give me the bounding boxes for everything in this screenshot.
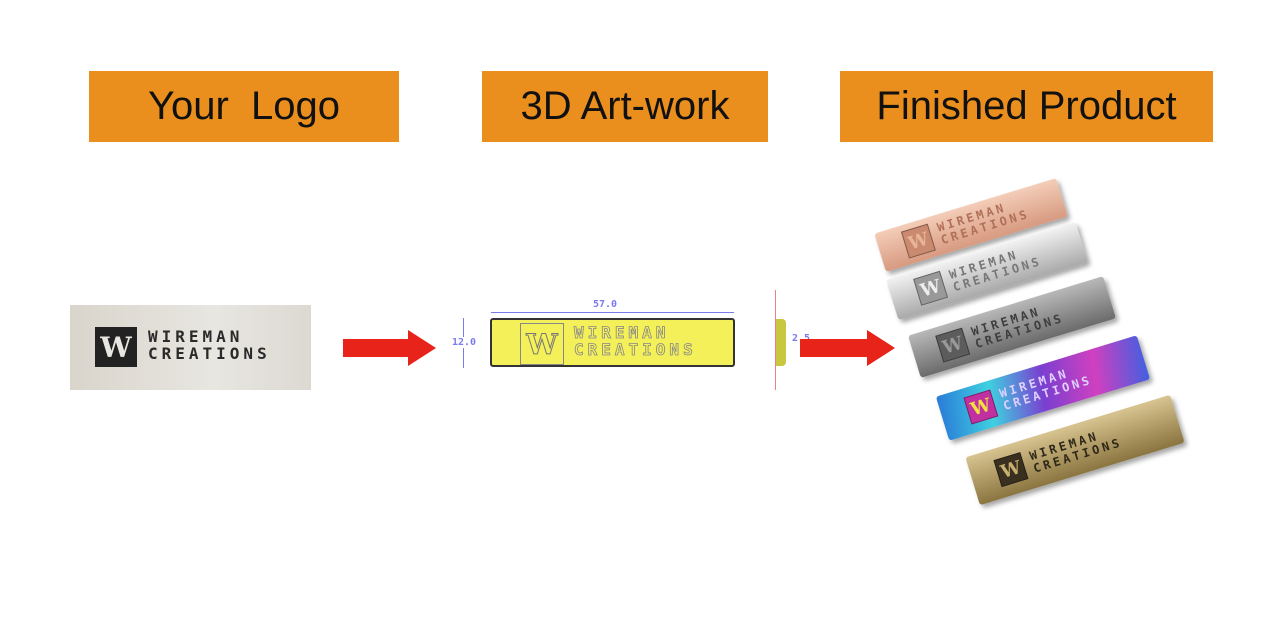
artwork-brand-text: WIREMAN CREATIONS <box>574 323 697 359</box>
side-view-axis <box>775 290 776 390</box>
arrow-right-icon <box>800 330 895 366</box>
badge-w-mark: W <box>935 327 971 363</box>
logo-w-mark: W <box>95 327 137 367</box>
width-dimension: 57.0 <box>593 299 618 310</box>
side-view-badge <box>776 319 786 366</box>
brand-line1: WIREMAN <box>574 323 670 342</box>
brand-line2: CREATIONS <box>574 339 697 359</box>
brand-line1: WIREMAN <box>148 327 244 346</box>
logo-brand-text: WIREMAN CREATIONS <box>148 327 271 363</box>
badge-w-mark: W <box>963 389 999 425</box>
arrow-right-icon <box>343 330 436 366</box>
thickness-dimension: 2.5 <box>792 333 810 344</box>
header-your-logo: Your Logo <box>89 71 399 142</box>
height-dimension: 12.0 <box>452 337 477 348</box>
badge-w-mark: W <box>913 270 949 306</box>
header-3d-artwork: 3D Art-work <box>482 71 768 142</box>
artwork-w-mark: W <box>520 323 564 365</box>
artwork-badge: W WIREMAN CREATIONS <box>490 318 735 367</box>
badge-w-mark: W <box>993 452 1029 488</box>
original-logo-image: W WIREMAN CREATIONS <box>70 305 311 390</box>
badge-w-mark: W <box>900 223 936 259</box>
header-finished-product: Finished Product <box>840 71 1213 142</box>
brand-line2: CREATIONS <box>148 343 271 363</box>
width-dimension-line <box>491 312 734 313</box>
